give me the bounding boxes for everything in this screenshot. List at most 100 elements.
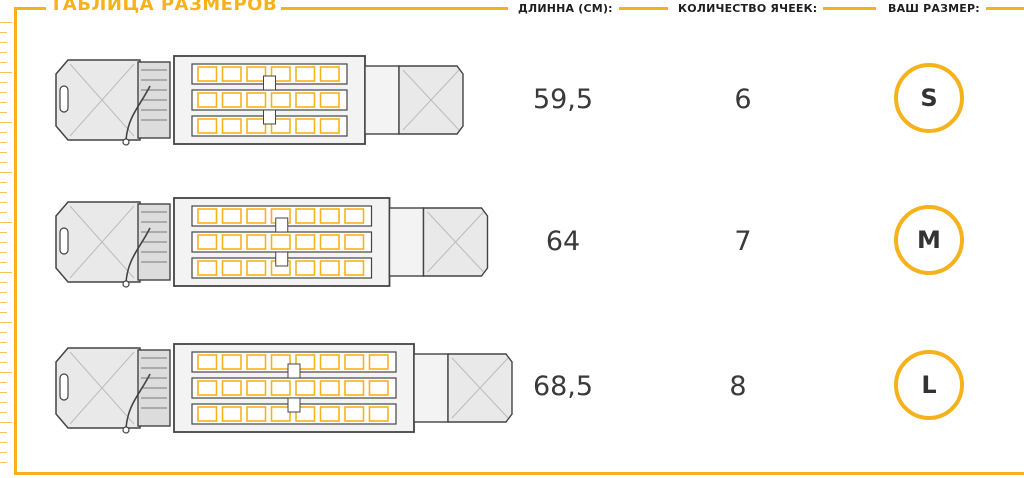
pouch-cell bbox=[246, 406, 267, 422]
ruler-tick bbox=[0, 382, 7, 383]
pouch-cell bbox=[197, 208, 218, 224]
tab-slot bbox=[59, 373, 69, 401]
belt-end-tab bbox=[55, 347, 141, 429]
cord-end bbox=[122, 280, 130, 288]
pouch-cell bbox=[319, 208, 340, 224]
pouch-cell bbox=[197, 234, 218, 250]
pouch-cell bbox=[319, 260, 340, 276]
length-value-s: 59,5 bbox=[532, 84, 594, 115]
tab-cross-line bbox=[402, 69, 460, 131]
pouch-cell bbox=[270, 118, 291, 134]
tab-cross-line bbox=[69, 63, 135, 137]
cells-value-l: 8 bbox=[729, 371, 747, 402]
pouch-cell bbox=[197, 92, 218, 108]
pouch-cell bbox=[295, 354, 316, 370]
pouch-cell bbox=[368, 354, 389, 370]
ruler-tick bbox=[0, 422, 12, 423]
ruler-tick bbox=[0, 412, 7, 413]
ruler-tick bbox=[0, 62, 7, 63]
pouch-cell bbox=[368, 406, 389, 422]
strap-loop bbox=[287, 397, 301, 413]
ruler-tick bbox=[0, 342, 7, 343]
pouch-cell bbox=[221, 118, 242, 134]
ruler-tick bbox=[0, 82, 7, 83]
ruler-tick bbox=[0, 172, 12, 173]
pouch-cell bbox=[344, 406, 365, 422]
pouch-cell bbox=[246, 118, 267, 134]
pouch-cell bbox=[221, 260, 242, 276]
ruler-tick bbox=[0, 362, 7, 363]
size-badge-l: L bbox=[894, 350, 964, 420]
frame-top-left bbox=[14, 7, 54, 10]
ruler-tick bbox=[0, 122, 12, 123]
ruler-tick bbox=[0, 252, 7, 253]
pouch-cell bbox=[221, 208, 242, 224]
ruler-tick bbox=[0, 32, 7, 33]
ruler-tick bbox=[0, 222, 12, 223]
ruler-tick bbox=[0, 52, 7, 53]
pouch-cell bbox=[295, 406, 316, 422]
pouch-cell bbox=[344, 234, 365, 250]
frame-top-mid2 bbox=[614, 7, 668, 10]
ruler-tick bbox=[0, 92, 7, 93]
frame-top-mid bbox=[268, 7, 508, 10]
ruler-tick bbox=[0, 192, 7, 193]
pouch-cell bbox=[319, 66, 340, 82]
pouch-cell bbox=[246, 234, 267, 250]
frame-left bbox=[14, 7, 17, 475]
ruler-tick bbox=[0, 402, 7, 403]
ruler-tick bbox=[0, 262, 7, 263]
cells-value-m: 7 bbox=[734, 226, 752, 257]
pouch-cell bbox=[221, 406, 242, 422]
pouch-cell bbox=[246, 66, 267, 82]
pouch-cell bbox=[197, 118, 218, 134]
ruler-tick bbox=[0, 112, 7, 113]
frame-top-right bbox=[982, 7, 1024, 10]
pouch-cell bbox=[344, 260, 365, 276]
pouch-cell bbox=[270, 406, 291, 422]
pouch-cell bbox=[246, 260, 267, 276]
pouch-cell bbox=[221, 92, 242, 108]
strap-loop bbox=[263, 109, 276, 125]
tab-cross-line bbox=[427, 211, 484, 273]
pouch-cell bbox=[197, 406, 218, 422]
cells-value-s: 6 bbox=[734, 84, 752, 115]
ruler-tick bbox=[0, 162, 7, 163]
tab-slot bbox=[59, 227, 69, 255]
ruler-tick bbox=[0, 242, 7, 243]
column-header-cells: КОЛИЧЕСТВО ЯЧЕЕК: bbox=[672, 2, 824, 15]
pouch-cell bbox=[295, 92, 316, 108]
pouch-cell bbox=[295, 208, 316, 224]
ruler-tick bbox=[0, 22, 12, 23]
pouch-cell bbox=[246, 354, 267, 370]
tab-slot bbox=[59, 85, 69, 113]
pouch-cell bbox=[246, 92, 267, 108]
ruler-tick bbox=[0, 432, 7, 433]
pouch-cell bbox=[246, 380, 267, 396]
belt-right-strap bbox=[388, 207, 425, 277]
pouch-cell bbox=[197, 354, 218, 370]
ruler-tick bbox=[0, 152, 7, 153]
tab-cross-line bbox=[69, 351, 135, 425]
pouch-cell bbox=[319, 354, 340, 370]
pouch-cell bbox=[295, 118, 316, 134]
frame-bottom bbox=[14, 472, 1024, 475]
pouch-cell bbox=[221, 66, 242, 82]
size-badge-s: S bbox=[894, 63, 964, 133]
length-value-m: 64 bbox=[545, 226, 581, 257]
ruler-tick bbox=[0, 182, 7, 183]
tab-cross-line bbox=[451, 357, 509, 419]
column-header-length: ДЛИННА (СМ): bbox=[512, 2, 619, 15]
ruler bbox=[0, 22, 24, 472]
pouch-cell bbox=[319, 118, 340, 134]
pouch-cell bbox=[270, 380, 291, 396]
pouch-cell bbox=[368, 380, 389, 396]
ruler-tick bbox=[0, 332, 7, 333]
ruler-tick bbox=[0, 392, 7, 393]
pouch-cell bbox=[221, 354, 242, 370]
belt-end-tab bbox=[55, 201, 141, 283]
tab-cross-line bbox=[69, 205, 135, 279]
ruler-tick bbox=[0, 232, 7, 233]
strap-loop bbox=[287, 363, 301, 379]
